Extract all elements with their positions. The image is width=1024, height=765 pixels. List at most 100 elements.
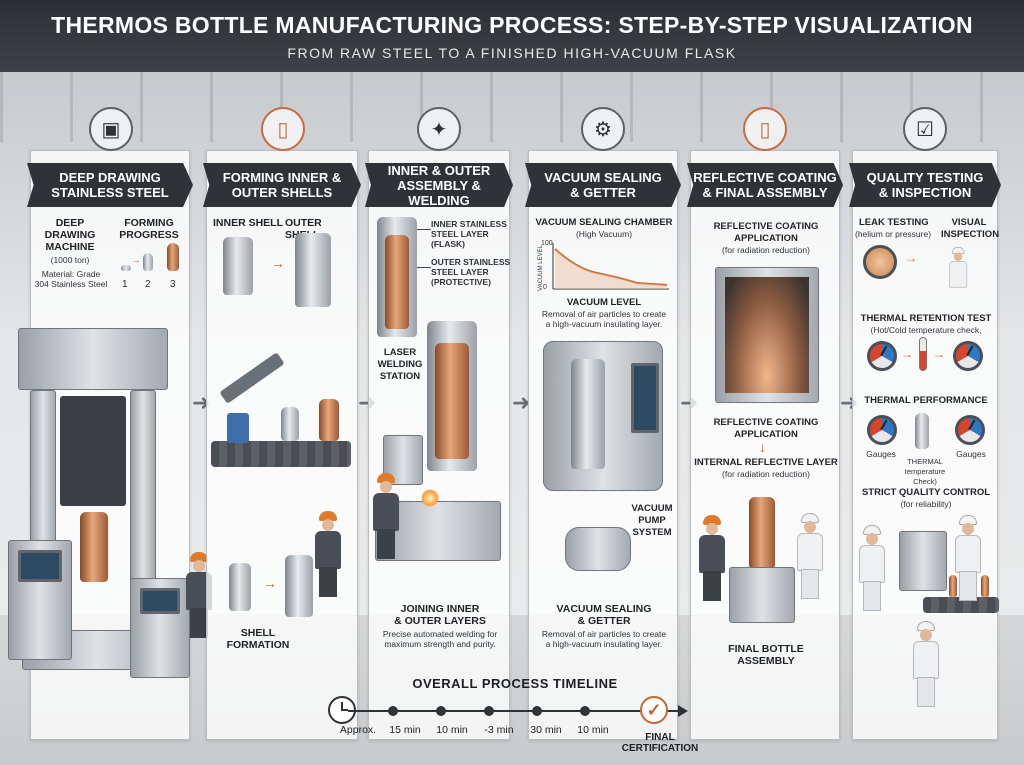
bottle-icon: ▯ <box>743 107 787 151</box>
laser-head <box>383 435 423 485</box>
press-ram <box>60 396 126 506</box>
shell-formation-label: SHELL FORMATION <box>226 627 290 651</box>
timeline-line <box>348 705 688 717</box>
timeline-point: -3 min <box>484 724 514 736</box>
retention-arrow: → <box>901 347 913 361</box>
page-title: THERMOS BOTTLE MANUFACTURING PROCESS: ST… <box>51 12 973 38</box>
stage-heading: VACUUM SEALING & GETTER <box>525 163 681 207</box>
flask-in-chamber <box>571 359 605 469</box>
final-certification-label: FINAL CERTIFICATION <box>621 732 699 754</box>
axis-max: 100 <box>541 240 553 247</box>
copper-shell-on-belt <box>319 399 339 441</box>
callout-line <box>417 229 431 230</box>
vacuum-bottom-title: VACUUM SEALING & GETTER <box>556 603 652 627</box>
panel-screen[interactable] <box>140 588 180 614</box>
cup-stage-2 <box>143 253 153 271</box>
application-label: REFLECTIVE COATING APPLICATION <box>713 417 819 440</box>
shell-large <box>285 555 313 617</box>
robot-arm <box>219 352 285 404</box>
gauges-left-label: Gauges <box>866 449 896 459</box>
visual-inspection-label: VISUAL INSPECTION <box>941 217 1000 240</box>
vacuum-level-chart <box>552 243 669 290</box>
shells-icon: ▯ <box>261 107 305 151</box>
bottle-on-line-3 <box>981 575 989 597</box>
callout-line <box>417 267 431 268</box>
timeline-point: 10 min <box>577 724 609 736</box>
shell-on-belt <box>281 407 299 441</box>
performance-gauge-left <box>867 415 897 445</box>
laser-station-label: LASER WELDING STATION <box>377 347 423 382</box>
stage-reflective-coating: ▯ REFLECTIVE COATING & FINAL ASSEMBLY RE… <box>687 107 843 740</box>
bottle-on-line-1 <box>949 575 957 597</box>
assembly-stand <box>729 567 795 623</box>
stage-heading: FORMING INNER & OUTER SHELLS <box>203 163 361 207</box>
retention-arrow-2: → <box>933 347 945 361</box>
stage-quality-testing: ☑ QUALITY TESTING & INSPECTION LEAK TEST… <box>849 107 1001 740</box>
vacuum-level-label: VACUUM LEVEL <box>566 297 642 308</box>
welding-icon: ✦ <box>417 107 461 151</box>
retention-sub: (Hot/Cold temperature check, <box>870 325 982 335</box>
blank-disc <box>121 265 131 271</box>
inspection-conveyor <box>923 597 999 613</box>
reflective-layer-title: INTERNAL REFLECTIVE LAYER <box>694 457 838 468</box>
stage-heading-text: REFLECTIVE COATING & FINAL ASSEMBLY <box>693 170 837 200</box>
cup-stage-3 <box>167 243 179 271</box>
coating-interior <box>725 277 809 393</box>
stage-heading-text: FORMING INNER & OUTER SHELLS <box>222 170 342 200</box>
progress-step-2: 2 <box>145 279 151 290</box>
certification-check-icon: ✓ <box>640 696 668 724</box>
material-note: Material: Grade 304 Stainless Steel <box>34 269 108 289</box>
test-bottle <box>915 413 929 449</box>
press-icon: ▣ <box>89 107 133 151</box>
stage-heading: QUALITY TESTING & INSPECTION <box>849 163 1001 207</box>
conveyor-belt <box>211 441 351 467</box>
shell-arrow: → <box>271 255 285 271</box>
press-top <box>18 328 168 390</box>
timeline-dot <box>532 706 542 716</box>
axis-label: VACUUM LEVEL <box>538 245 544 291</box>
inspection-machine <box>899 531 947 591</box>
cold-gauge <box>953 341 983 371</box>
timeline-dot <box>436 706 446 716</box>
outer-shell <box>295 233 331 307</box>
forming-progress-label: FORMING PROGRESS <box>119 217 179 241</box>
stage-heading-text: VACUUM SEALING & GETTER <box>544 170 662 200</box>
header-banner: THERMOS BOTTLE MANUFACTURING PROCESS: ST… <box>0 0 1024 72</box>
ceiling-structure <box>0 72 1024 142</box>
timeline-title: OVERALL PROCESS TIMELINE <box>412 676 618 691</box>
console-screen[interactable] <box>18 550 62 582</box>
drawn-cup <box>80 512 108 582</box>
formation-arrow: → <box>263 575 277 591</box>
stage-heading-text: DEEP DRAWING STAINLESS STEEL <box>51 170 169 200</box>
joining-desc: Precise automated welding for maximum st… <box>382 629 498 649</box>
performance-label: THERMAL PERFORMANCE <box>864 395 988 406</box>
inner-shell-label: INNER SHELL <box>213 217 284 229</box>
progress-step-3: 3 <box>170 279 176 290</box>
stage-forming-shells: ▯ FORMING INNER & OUTER SHELLS INNER SHE… <box>203 107 361 740</box>
pump-label: VACUUM PUMP SYSTEM <box>631 503 673 538</box>
hot-gauge <box>867 341 897 371</box>
coating-arrow: ↓ <box>759 439 766 455</box>
clipboard-check-icon: ☑ <box>903 107 947 151</box>
chamber-label: VACUUM SEALING CHAMBER <box>535 217 673 228</box>
vacuum-bottom-desc: Removal of air particles to create a hig… <box>541 629 667 649</box>
stage-heading: REFLECTIVE COATING & FINAL ASSEMBLY <box>687 163 843 207</box>
process-timeline: OVERALL PROCESS TIMELINE Approx. 15 min … <box>318 676 712 756</box>
coating-sub: (for radiation reduction) <box>722 245 810 255</box>
quality-control-sub: (for reliability) <box>900 499 952 509</box>
chamber-sub: (High Vacuum) <box>575 229 633 239</box>
inner-flask-layer <box>385 235 409 329</box>
stage-arrow: ➜ <box>192 390 211 415</box>
quality-control-label: STRICT QUALITY CONTROL <box>861 487 991 498</box>
thermometer-icon <box>919 337 927 371</box>
stage-heading: DEEP DRAWING STAINLESS STEEL <box>27 163 193 207</box>
timeline-point: 15 min <box>389 724 421 736</box>
stage-arrow: ➜ <box>512 390 531 415</box>
reflective-layer-sub: (for radiation reduction) <box>722 469 810 479</box>
vacuum-pump <box>565 527 631 571</box>
gauges-right-label: Gauges <box>956 449 986 459</box>
timeline-point: Approx. <box>339 724 377 736</box>
welded-inner <box>435 343 469 459</box>
chamber-display[interactable] <box>631 363 659 433</box>
shell-small <box>229 563 251 611</box>
